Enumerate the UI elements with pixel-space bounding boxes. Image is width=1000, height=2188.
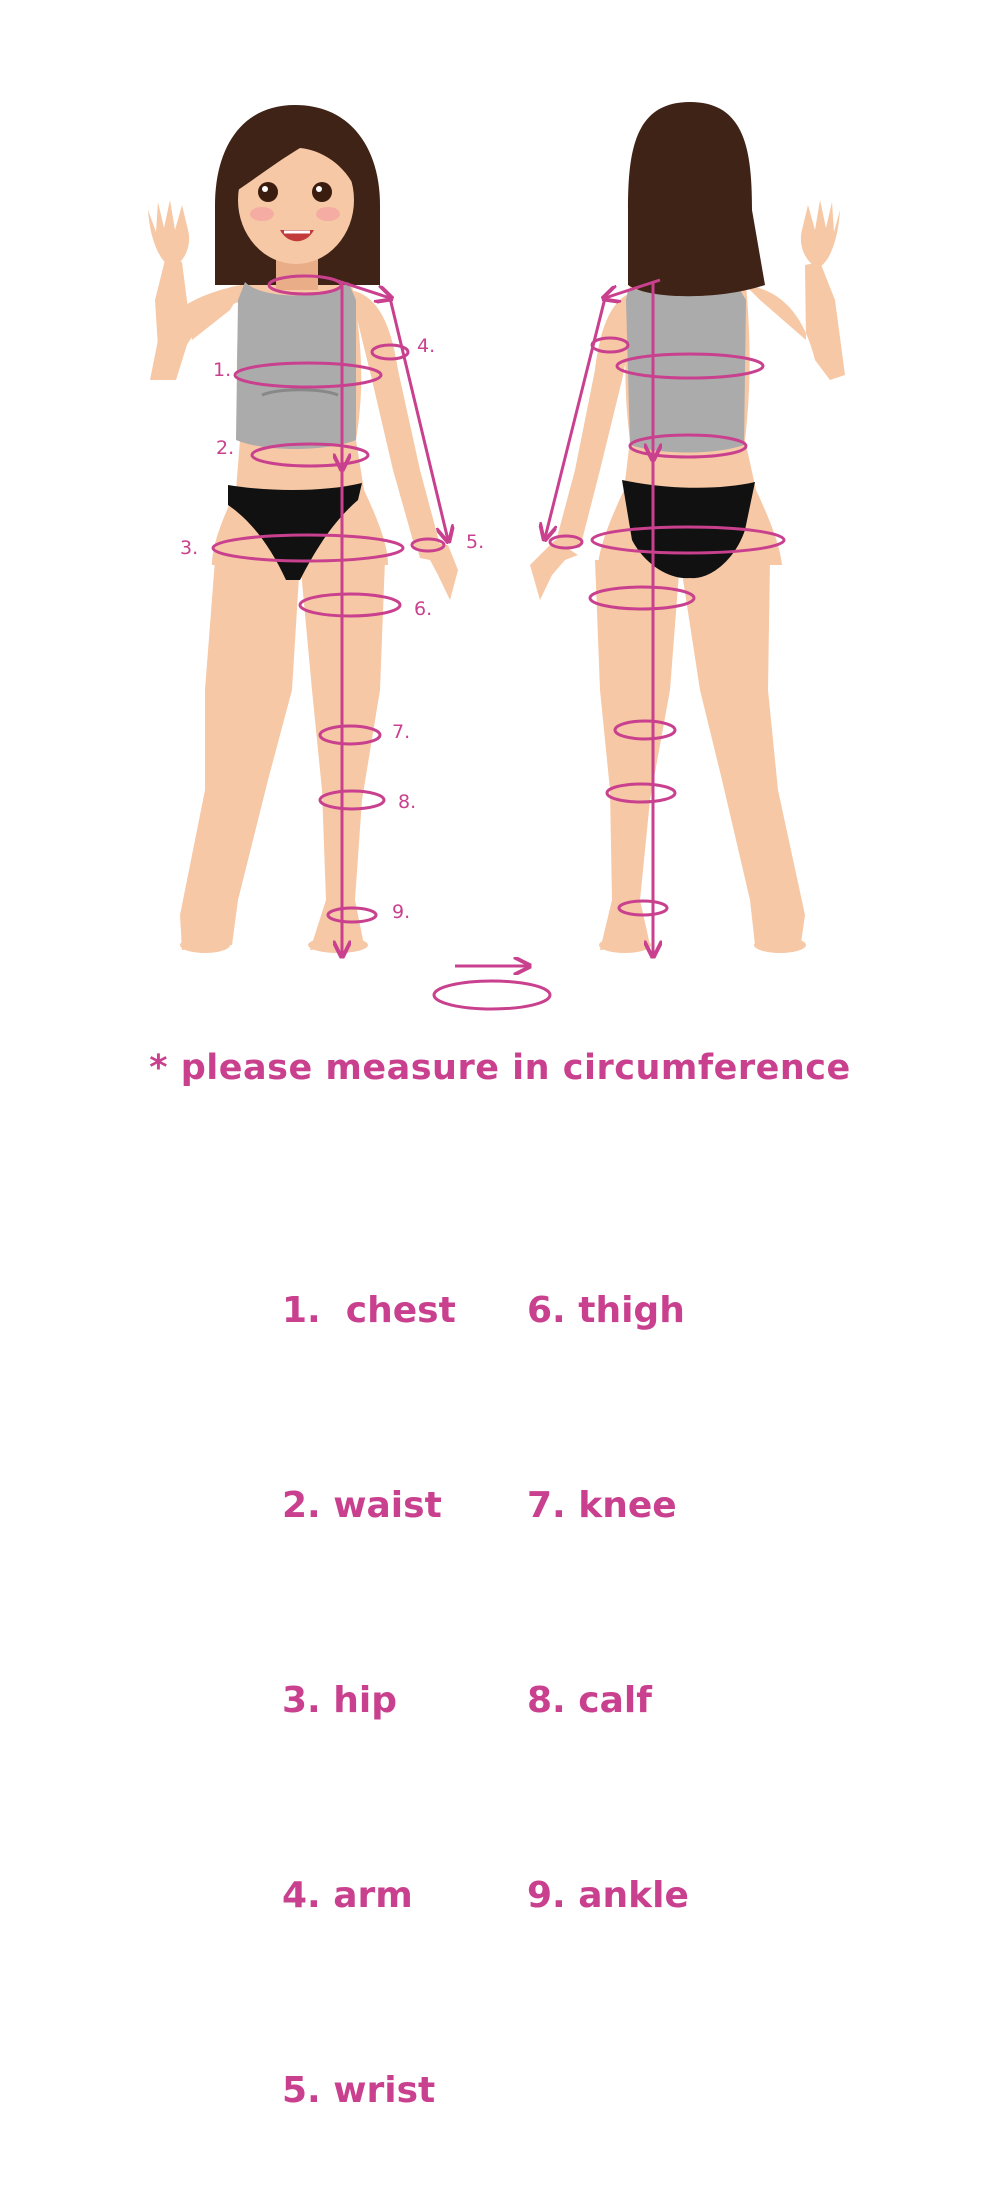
back-raised-arm: [745, 262, 845, 380]
back-chest-loop: [615, 352, 765, 380]
front-underwear: [228, 483, 362, 580]
label-3: 3.: [180, 537, 198, 559]
front-measurements: [211, 274, 448, 955]
legend-item-waist: 2. waist: [282, 1485, 442, 1526]
back-hip-loop: [590, 525, 786, 555]
back-left-leg: [595, 560, 680, 950]
body-measurement-diagram: 1. 2. 3. 4. 5. 6. 7. 8. 9.: [148, 102, 845, 1011]
back-right-leg: [680, 560, 805, 950]
legend-item-knee: 7. knee: [527, 1485, 677, 1526]
back-foot-left: [599, 937, 651, 953]
legend-item-arm: 4. arm: [282, 1875, 413, 1916]
back-thigh-loop: [588, 585, 696, 611]
front-foot-right: [308, 937, 368, 953]
back-knee-loop: [613, 719, 677, 741]
back-hanging-arm: [555, 290, 640, 548]
label-1: 1.: [213, 359, 231, 381]
knee-loop: [318, 724, 382, 746]
legend-item-ankle: 9. ankle: [527, 1875, 689, 1916]
front-eye-left: [258, 182, 278, 202]
legend-right-column: 6. thigh 7. knee 8. calf 9. ankle: [527, 1148, 689, 1993]
front-blush-right: [316, 207, 340, 221]
shoulder-line: [334, 278, 390, 298]
back-calf-loop: [605, 782, 677, 804]
front-figure: [148, 105, 458, 953]
label-6: 6.: [414, 598, 432, 620]
front-foot-left: [180, 937, 230, 953]
back-shoulder-line: [605, 278, 661, 298]
front-raised-hand: [148, 200, 190, 268]
front-hair-fringe: [238, 120, 356, 190]
legend-left-column: 1. chest 2. waist 3. hip 4. arm 5. wrist: [282, 1148, 456, 2188]
front-blush-left: [250, 207, 274, 221]
waist-loop: [250, 442, 370, 468]
thigh-loop: [298, 592, 402, 618]
hip-loop: [211, 533, 405, 563]
front-hand: [415, 540, 458, 600]
back-waist-loop: [628, 433, 748, 459]
label-2: 2.: [216, 437, 234, 459]
front-crop-top: [236, 282, 356, 449]
arm-loop: [370, 343, 410, 361]
circumference-icon: [432, 966, 552, 1011]
legend-item-calf: 8. calf: [527, 1680, 652, 1721]
legend-item-chest: 1. chest: [282, 1290, 456, 1331]
back-foot-right: [754, 937, 806, 953]
ankle-loop: [326, 906, 378, 924]
back-arm-line: [545, 297, 607, 538]
back-hand: [530, 540, 578, 600]
calf-loop: [318, 789, 386, 811]
label-9: 9.: [392, 901, 410, 923]
label-4: 4.: [417, 335, 435, 357]
back-ankle-loop: [617, 899, 669, 917]
back-crop-top: [626, 290, 746, 453]
back-hair: [628, 102, 765, 297]
front-left-leg: [180, 560, 300, 950]
back-raised-hand: [800, 200, 840, 268]
back-measurements: [545, 278, 786, 955]
back-wrist-loop: [548, 534, 584, 550]
legend-item-wrist: 5. wrist: [282, 2070, 436, 2111]
circumference-note: * please measure in circumference: [149, 1048, 851, 1088]
legend-item-thigh: 6. thigh: [527, 1290, 685, 1331]
label-7: 7.: [392, 721, 410, 743]
chest-loop: [233, 361, 383, 389]
label-5: 5.: [466, 531, 484, 553]
arm-line: [388, 297, 448, 540]
legend-item-hip: 3. hip: [282, 1680, 397, 1721]
label-8: 8.: [398, 791, 416, 813]
front-eye-right: [312, 182, 332, 202]
wrist-loop: [410, 537, 446, 553]
